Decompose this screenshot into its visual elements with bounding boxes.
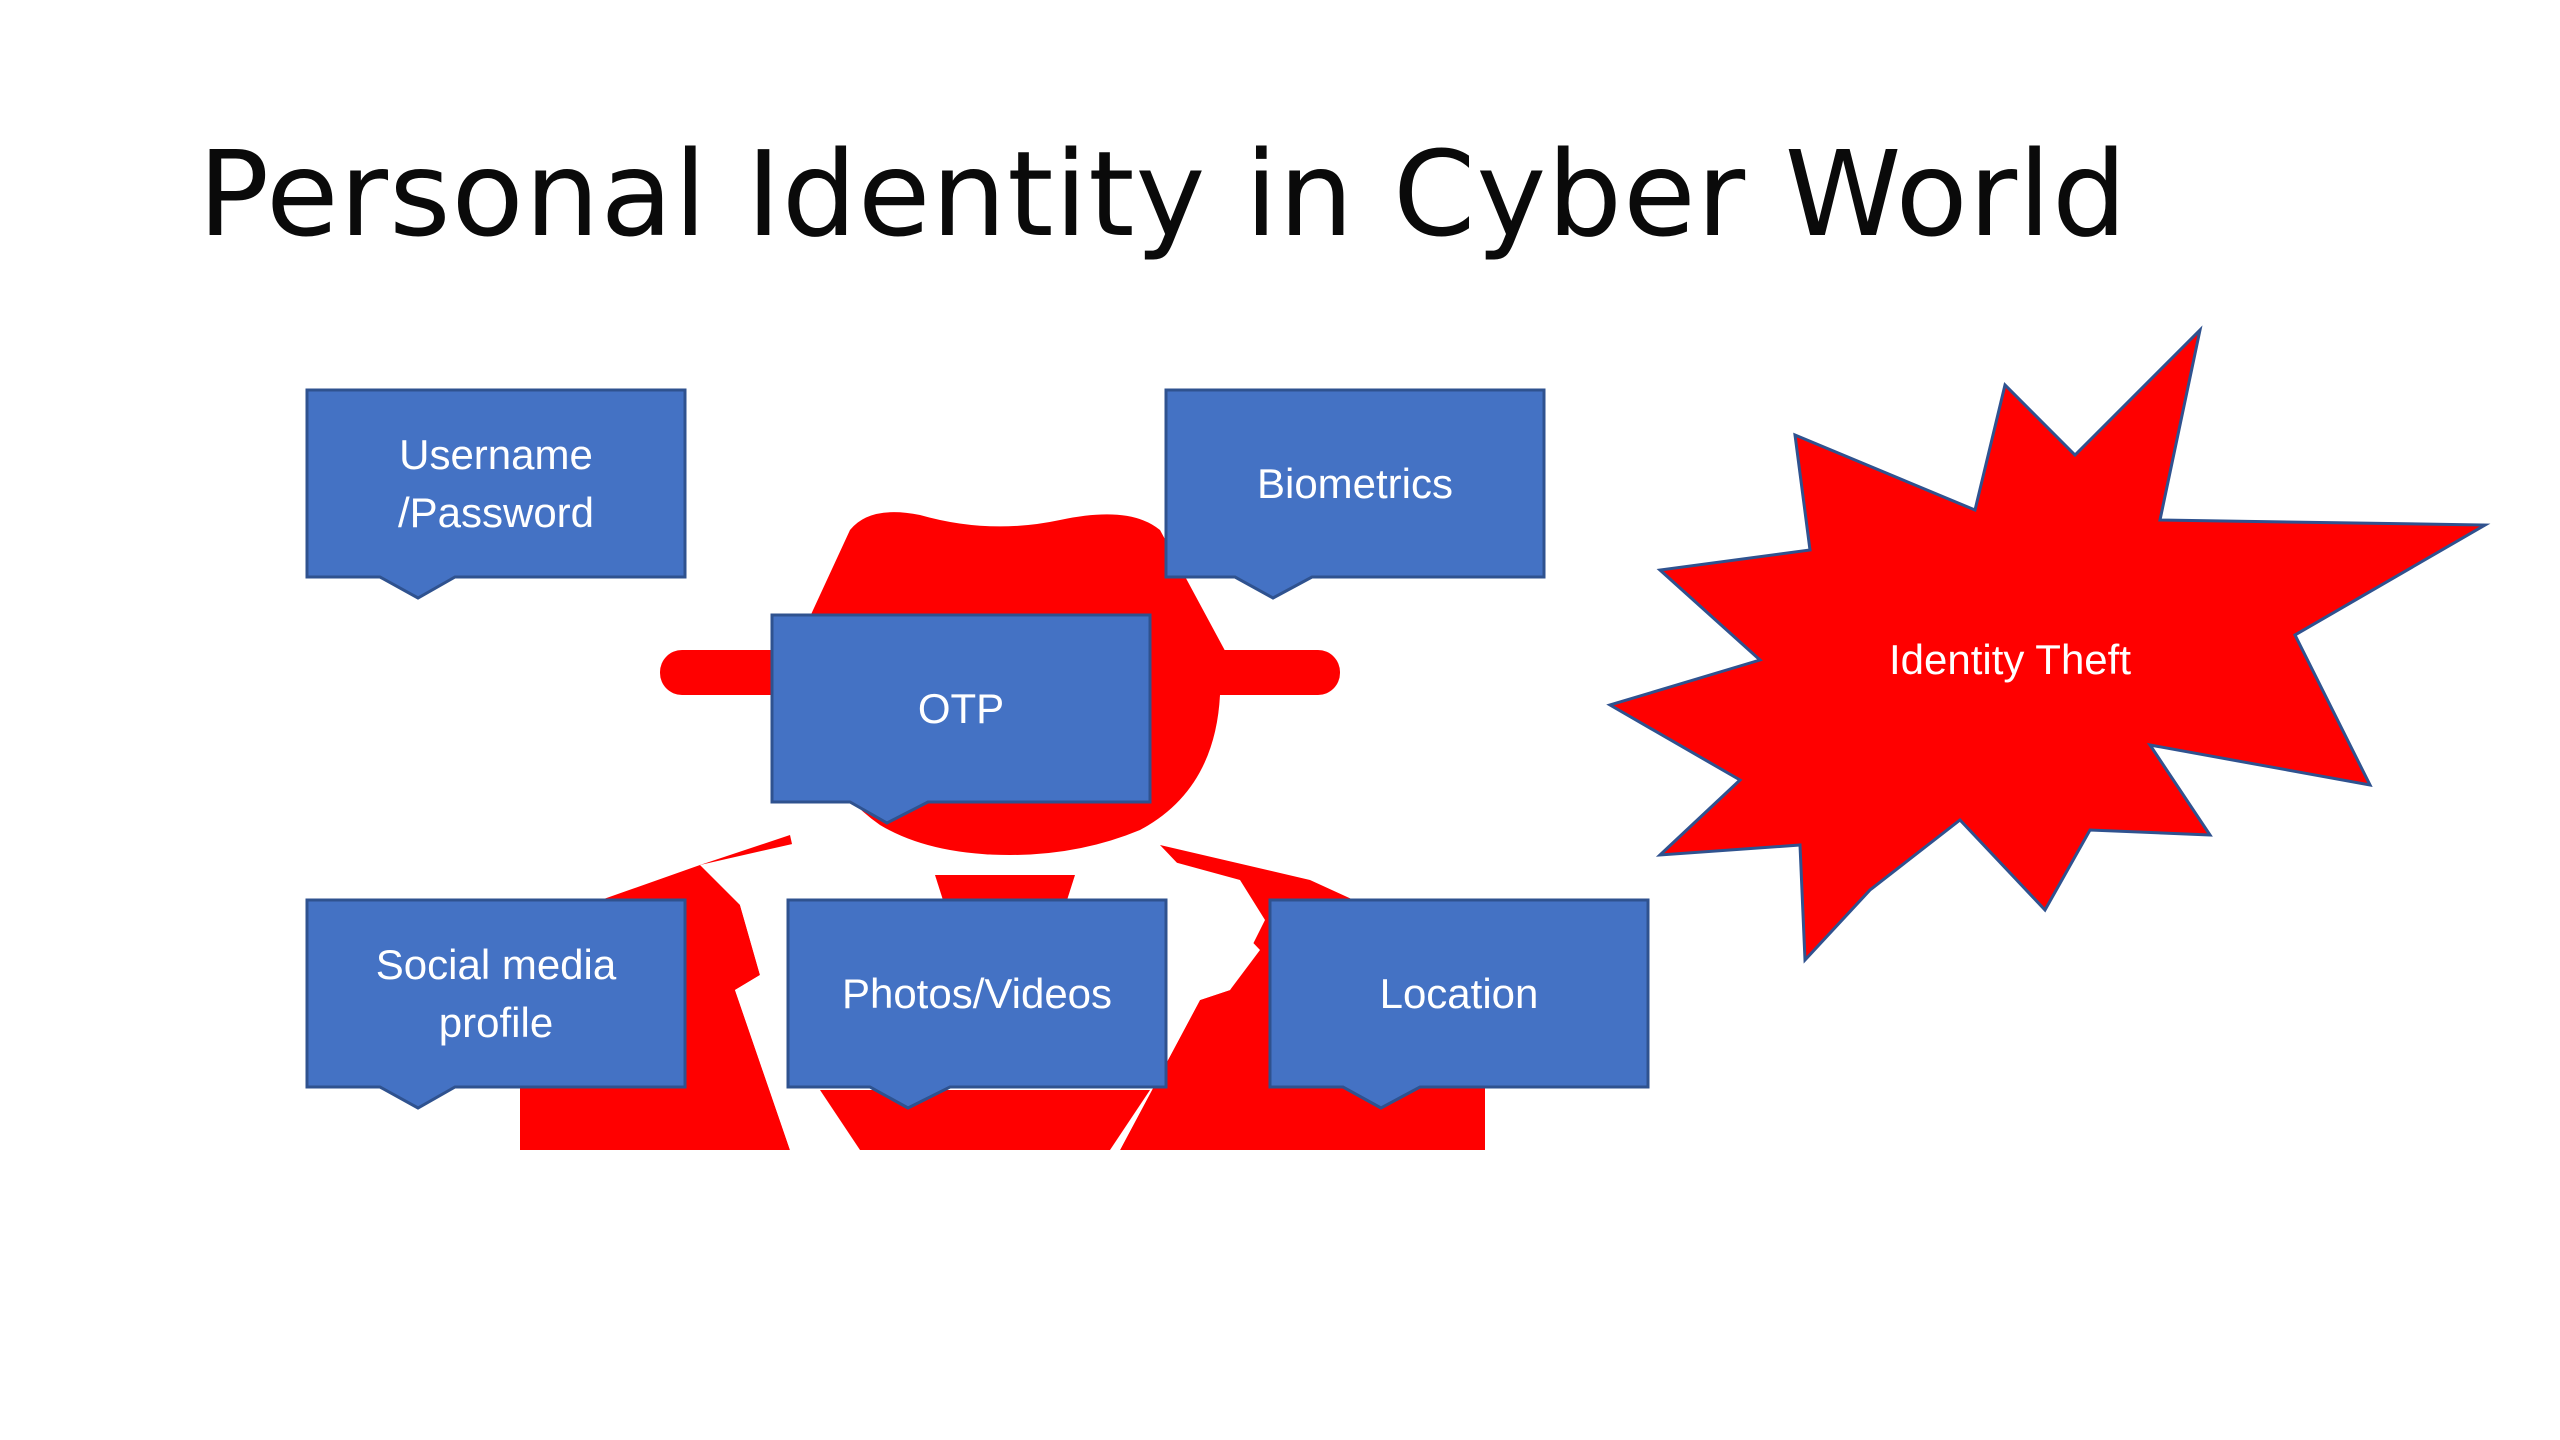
- identity-theft-label: Identity Theft: [1888, 636, 2132, 683]
- slide-title: Personal Identity in Cyber World: [198, 125, 2128, 263]
- explosion-burst-shape: [1606, 325, 2491, 964]
- coat-bottom: [820, 1090, 1150, 1150]
- callout-biometrics: Biometrics: [1256, 459, 1454, 507]
- callout-social-media-shape: [305, 898, 687, 1110]
- callout-location-shape: [1268, 898, 1650, 1110]
- callout-photos-videos: Photos/Videos: [841, 969, 1113, 1017]
- callout-photos-videos-shape: [786, 898, 1168, 1110]
- callout-username-password-shape: [305, 388, 687, 600]
- callout-otp: OTP: [917, 684, 1005, 732]
- callout-biometrics-shape: [1164, 388, 1546, 600]
- callout-otp-shape: [770, 613, 1152, 825]
- callout-username-password: Username /Password: [397, 430, 595, 536]
- callout-location: Location: [1379, 969, 1539, 1017]
- callout-social-media: Social media profile: [375, 940, 617, 1046]
